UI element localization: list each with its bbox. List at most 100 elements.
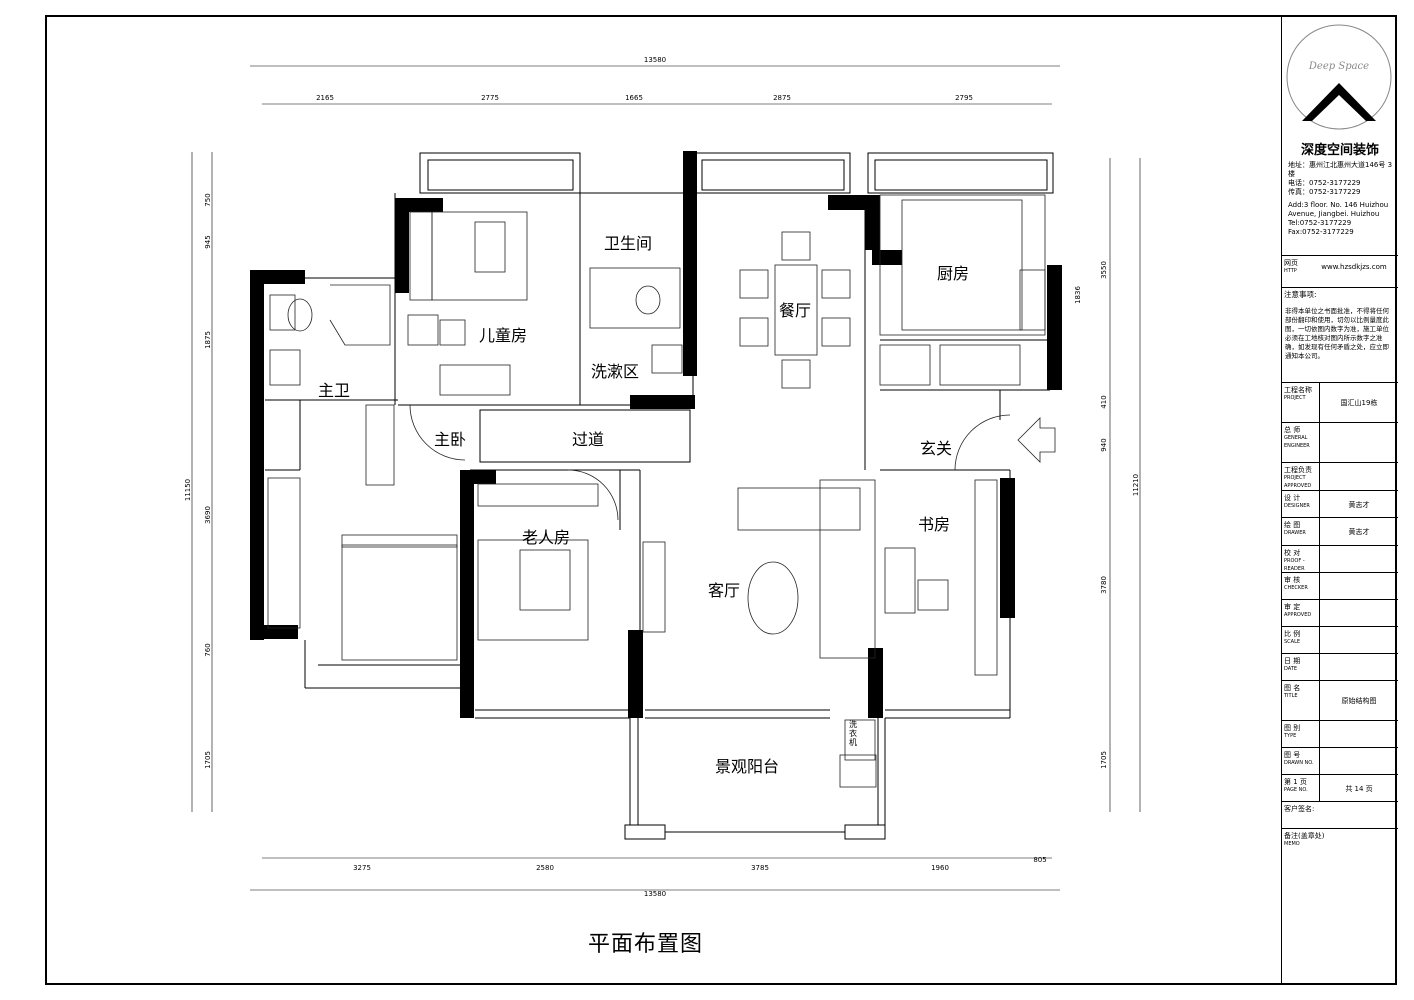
dim-left-5: 760 [204, 643, 212, 656]
title-block-row-divider [1282, 545, 1398, 546]
title-block-column-divider [1319, 774, 1320, 801]
title-block-value: 黄志才 [1348, 528, 1370, 536]
dim-right-3: 410 [1100, 395, 1108, 408]
title-block: Deep Space 深度空间装饰 地址：惠州江北惠州大道146号 3楼 电话：… [1281, 15, 1398, 985]
title-block-value: 国汇山19栋 [1340, 399, 1378, 407]
title-block-column-divider [1319, 680, 1320, 720]
dimension-lines [191, 65, 1141, 891]
title-block-row-divider [1282, 653, 1398, 654]
notes-text: 非得本单位之书面批准，不得将任何部份翻印和使用，切勿以比例量度此图，一切依图内数… [1285, 307, 1389, 360]
fax-cn: 传真：0752-3177229 [1288, 188, 1361, 196]
drawing-title: 平面布置图 [588, 932, 704, 957]
logo-text: Deep Space [1308, 61, 1369, 72]
title-block-column-divider [1319, 462, 1320, 490]
drawing-sheet-border [45, 15, 1397, 985]
title-block-value: 原始结构图 [1341, 697, 1377, 705]
room-label-wash-area: 洗漱区 [591, 362, 640, 381]
title-block-row-divider [1282, 462, 1398, 463]
title-block-column-divider [1319, 720, 1320, 747]
room-label-master-bedroom: 主卧 [434, 430, 467, 449]
title-block-column-divider [1319, 545, 1320, 572]
title-block-row-divider [1282, 626, 1398, 627]
dim-bottom-total: 13580 [644, 890, 666, 898]
dim-top-4: 2875 [773, 94, 791, 102]
furniture [267, 194, 1056, 788]
dim-right-5: 3780 [1100, 576, 1108, 594]
room-label-living: 客厅 [708, 581, 741, 600]
dim-right-6: 1705 [1100, 751, 1108, 769]
room-label-kids-room: 儿童房 [479, 326, 528, 345]
room-label-study: 书房 [918, 515, 951, 534]
dim-right-total: 11210 [1132, 474, 1140, 496]
title-block-column-divider [1319, 422, 1320, 462]
title-block-value: 共 14 页 [1345, 784, 1373, 793]
title-block-column-divider [1319, 490, 1320, 517]
title-block-column-divider [1319, 517, 1320, 545]
title-block-row-divider [1282, 747, 1398, 748]
title-block-column-divider [1319, 572, 1320, 599]
room-label-master-bath: 主卫 [318, 381, 351, 400]
address-en: Add:3 floor. No. 146 Huizhou Avenue, Jia… [1288, 201, 1389, 218]
title-block-column-divider [1319, 747, 1320, 774]
company-name: 深度空间装饰 [1300, 143, 1379, 158]
title-block-column-divider [1319, 626, 1320, 653]
web-url[interactable]: www.hzsdkjzs.com [1321, 263, 1387, 271]
dim-left-3: 1875 [204, 331, 212, 349]
title-block-row-divider [1282, 517, 1398, 518]
room-label-kitchen: 厨房 [937, 264, 970, 283]
title-block-row-divider [1282, 680, 1398, 681]
notes-label: 注意事项: [1284, 290, 1317, 299]
title-block-row-divider [1282, 490, 1398, 491]
web-label: 网页 HTTP [1284, 259, 1298, 274]
title-block-label: 客户签名: [1284, 805, 1315, 813]
company-logo: Deep Space [1286, 24, 1392, 130]
dim-left-2: 945 [204, 235, 212, 248]
title-block-value: 黄志才 [1348, 500, 1370, 509]
fixture-label-laundry: 洗衣机 [849, 720, 857, 747]
title-block-row-divider [1282, 599, 1398, 600]
title-block-row-divider [1282, 828, 1398, 829]
tel-en: Tel:0752-3177229 [1288, 219, 1352, 227]
room-label-dining: 餐厅 [779, 301, 812, 320]
dim-left-6: 1705 [204, 751, 212, 769]
dim-left-1: 750 [204, 193, 212, 206]
title-block-row-divider [1282, 801, 1398, 802]
dim-top-3: 1665 [625, 94, 643, 102]
room-label-entrance: 玄关 [920, 439, 953, 458]
dimension-labels: 13580 2165 2775 1665 2875 2795 3275 2580… [184, 56, 1140, 898]
dim-bottom-5: 805 [1033, 856, 1046, 864]
title-block-label: 备注(盖章处)MEMO [1284, 832, 1325, 847]
dim-right-1: 3550 [1100, 261, 1108, 279]
dim-top-1: 2165 [316, 94, 334, 102]
dim-top-total: 13580 [644, 56, 666, 64]
title-block-row-divider [1282, 572, 1398, 573]
title-block-column-divider [1319, 653, 1320, 680]
dim-left-total: 11150 [184, 479, 192, 501]
title-block-row-divider [1282, 382, 1398, 383]
room-label-bathroom: 卫生间 [604, 234, 653, 253]
dim-left-4: 3690 [204, 506, 212, 524]
dim-bottom-4: 1960 [931, 864, 949, 872]
dim-right-2: 1836 [1074, 286, 1082, 304]
room-label-balcony: 景观阳台 [715, 757, 780, 776]
dim-bottom-1: 3275 [353, 864, 371, 872]
room-label-corridor: 过道 [572, 430, 605, 449]
fax-en: Fax:0752-3177229 [1288, 228, 1354, 236]
dim-top-5: 2795 [955, 94, 973, 102]
phone-cn: 电话：0752-3177229 [1288, 179, 1361, 187]
contact-info: 地址：惠州江北惠州大道146号 3楼 电话：0752-3177229 传真：07… [1288, 161, 1396, 237]
